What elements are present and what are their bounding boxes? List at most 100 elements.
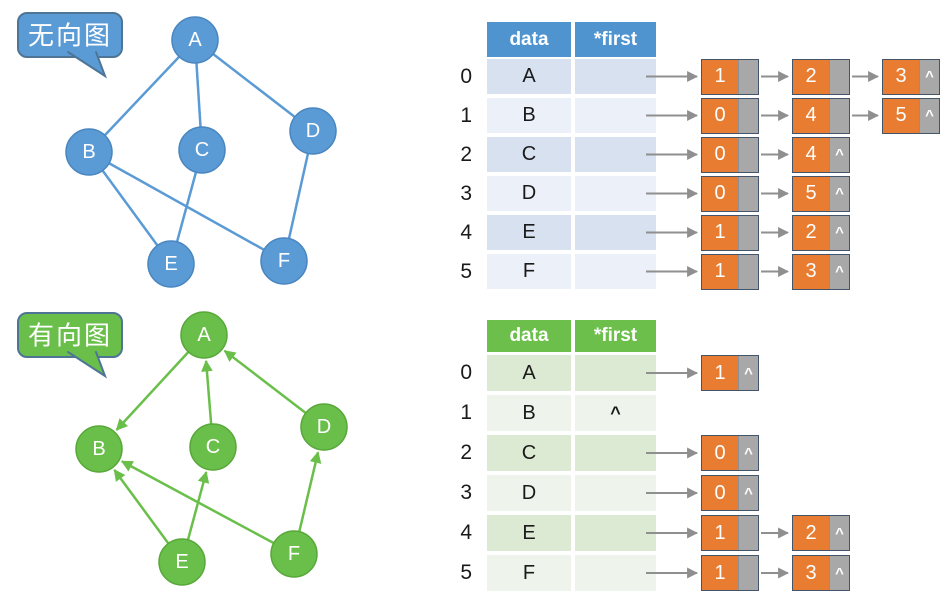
row-index: 5 — [460, 259, 472, 283]
list-node-value: 3 — [793, 556, 829, 590]
list-node-value: 3 — [793, 254, 829, 289]
row-index: 4 — [460, 220, 472, 244]
list-node-value: 1 — [702, 516, 738, 550]
row-index: 2 — [460, 441, 472, 464]
list-node: 1 — [701, 515, 759, 551]
list-node-pointer — [738, 516, 758, 550]
data-cell: F — [487, 555, 571, 591]
graph-node-label: B — [82, 141, 95, 163]
graph-node-A — [180, 311, 228, 359]
column-header-data: data — [487, 22, 571, 57]
first-pointer-cell — [575, 176, 656, 211]
graph-node-F — [270, 530, 318, 578]
row-index: 4 — [460, 521, 472, 544]
list-node-value: 5 — [883, 98, 919, 133]
first-pointer-cell — [575, 215, 656, 250]
list-node-value: 0 — [702, 476, 738, 510]
list-node: 0 — [701, 175, 759, 212]
list-node: 5^ — [792, 175, 850, 212]
data-cell: D — [487, 176, 571, 211]
data-cell: A — [487, 59, 571, 94]
graph-node-label: A — [188, 29, 202, 51]
list-node-value: 2 — [793, 59, 829, 94]
list-node: 4 — [792, 97, 850, 134]
graph-node-label: F — [278, 250, 290, 272]
list-node-value: 1 — [702, 356, 738, 390]
list-node-value: 0 — [702, 98, 738, 133]
undirected-table-header: data *first — [487, 22, 656, 57]
speech-bubble — [17, 12, 123, 58]
graph-node-label: D — [317, 416, 331, 438]
first-pointer-cell: ^ — [575, 395, 656, 431]
graph-node-E — [158, 538, 206, 586]
list-node-pointer: ^ — [829, 215, 849, 250]
list-node-value: 1 — [702, 59, 738, 94]
list-node-value: 3 — [883, 59, 919, 94]
list-node: 1 — [701, 214, 759, 251]
first-pointer-cell — [575, 98, 656, 133]
first-pointer-cell — [575, 254, 656, 289]
list-node: 3^ — [882, 58, 940, 95]
list-node-pointer — [829, 59, 849, 94]
row-index: 1 — [460, 401, 472, 424]
list-node: 1 — [701, 58, 759, 95]
list-node: 0^ — [701, 475, 759, 511]
directed-bubble-label: 有向图 — [28, 322, 112, 351]
list-node-pointer: ^ — [829, 137, 849, 172]
data-cell: B — [487, 98, 571, 133]
data-cell: B — [487, 395, 571, 431]
row-index: 2 — [460, 142, 472, 166]
list-node-value: 5 — [793, 176, 829, 211]
list-node: 4^ — [792, 136, 850, 173]
speech-bubble-tail — [67, 51, 108, 79]
list-node-value: 4 — [793, 137, 829, 172]
list-node-pointer — [738, 215, 758, 250]
graph-node-label: C — [195, 139, 209, 161]
speech-bubble-tail — [67, 351, 108, 379]
row-index: 5 — [460, 561, 472, 584]
data-cell: D — [487, 475, 571, 511]
graph-node-A — [171, 16, 219, 64]
graph-node-label: D — [306, 120, 320, 142]
row-index: 0 — [460, 361, 472, 384]
list-node-pointer: ^ — [829, 556, 849, 590]
graph-node-label: E — [164, 253, 177, 275]
list-node-pointer: ^ — [738, 476, 758, 510]
graph-node-D — [289, 107, 337, 155]
graph-node-F — [260, 237, 308, 285]
list-node: 1^ — [701, 355, 759, 391]
graph-node-label: A — [197, 324, 211, 346]
undirected-graph: A B C D E F 无向图 — [17, 12, 337, 288]
list-node-value: 0 — [702, 137, 738, 172]
list-node-value: 1 — [702, 254, 738, 289]
data-cell: E — [487, 215, 571, 250]
data-cell: C — [487, 137, 571, 172]
list-node-value: 1 — [702, 215, 738, 250]
column-header-data: data — [487, 320, 571, 352]
list-node: 2 — [792, 58, 850, 95]
graph-node-C — [178, 126, 226, 174]
list-node-pointer: ^ — [919, 59, 939, 94]
list-node-pointer: ^ — [829, 176, 849, 211]
list-node: 5^ — [882, 97, 940, 134]
list-node: 2^ — [792, 515, 850, 551]
list-node-value: 2 — [793, 516, 829, 550]
list-node: 2^ — [792, 214, 850, 251]
first-pointer-cell — [575, 59, 656, 94]
undirected-bubble-label: 无向图 — [28, 22, 112, 51]
graph-edge-F-B — [120, 460, 295, 556]
first-pointer-cell — [575, 515, 656, 551]
list-node: 0 — [701, 97, 759, 134]
list-node-value: 0 — [702, 436, 738, 470]
list-node: 0 — [701, 136, 759, 173]
list-node: 3^ — [792, 555, 850, 591]
graph-edge-A-B — [88, 39, 196, 153]
list-node: 0^ — [701, 435, 759, 471]
graph-node-label: B — [92, 438, 105, 460]
list-node-pointer — [738, 137, 758, 172]
data-cell: F — [487, 254, 571, 289]
list-node: 3^ — [792, 253, 850, 290]
graph-node-D — [300, 403, 348, 451]
